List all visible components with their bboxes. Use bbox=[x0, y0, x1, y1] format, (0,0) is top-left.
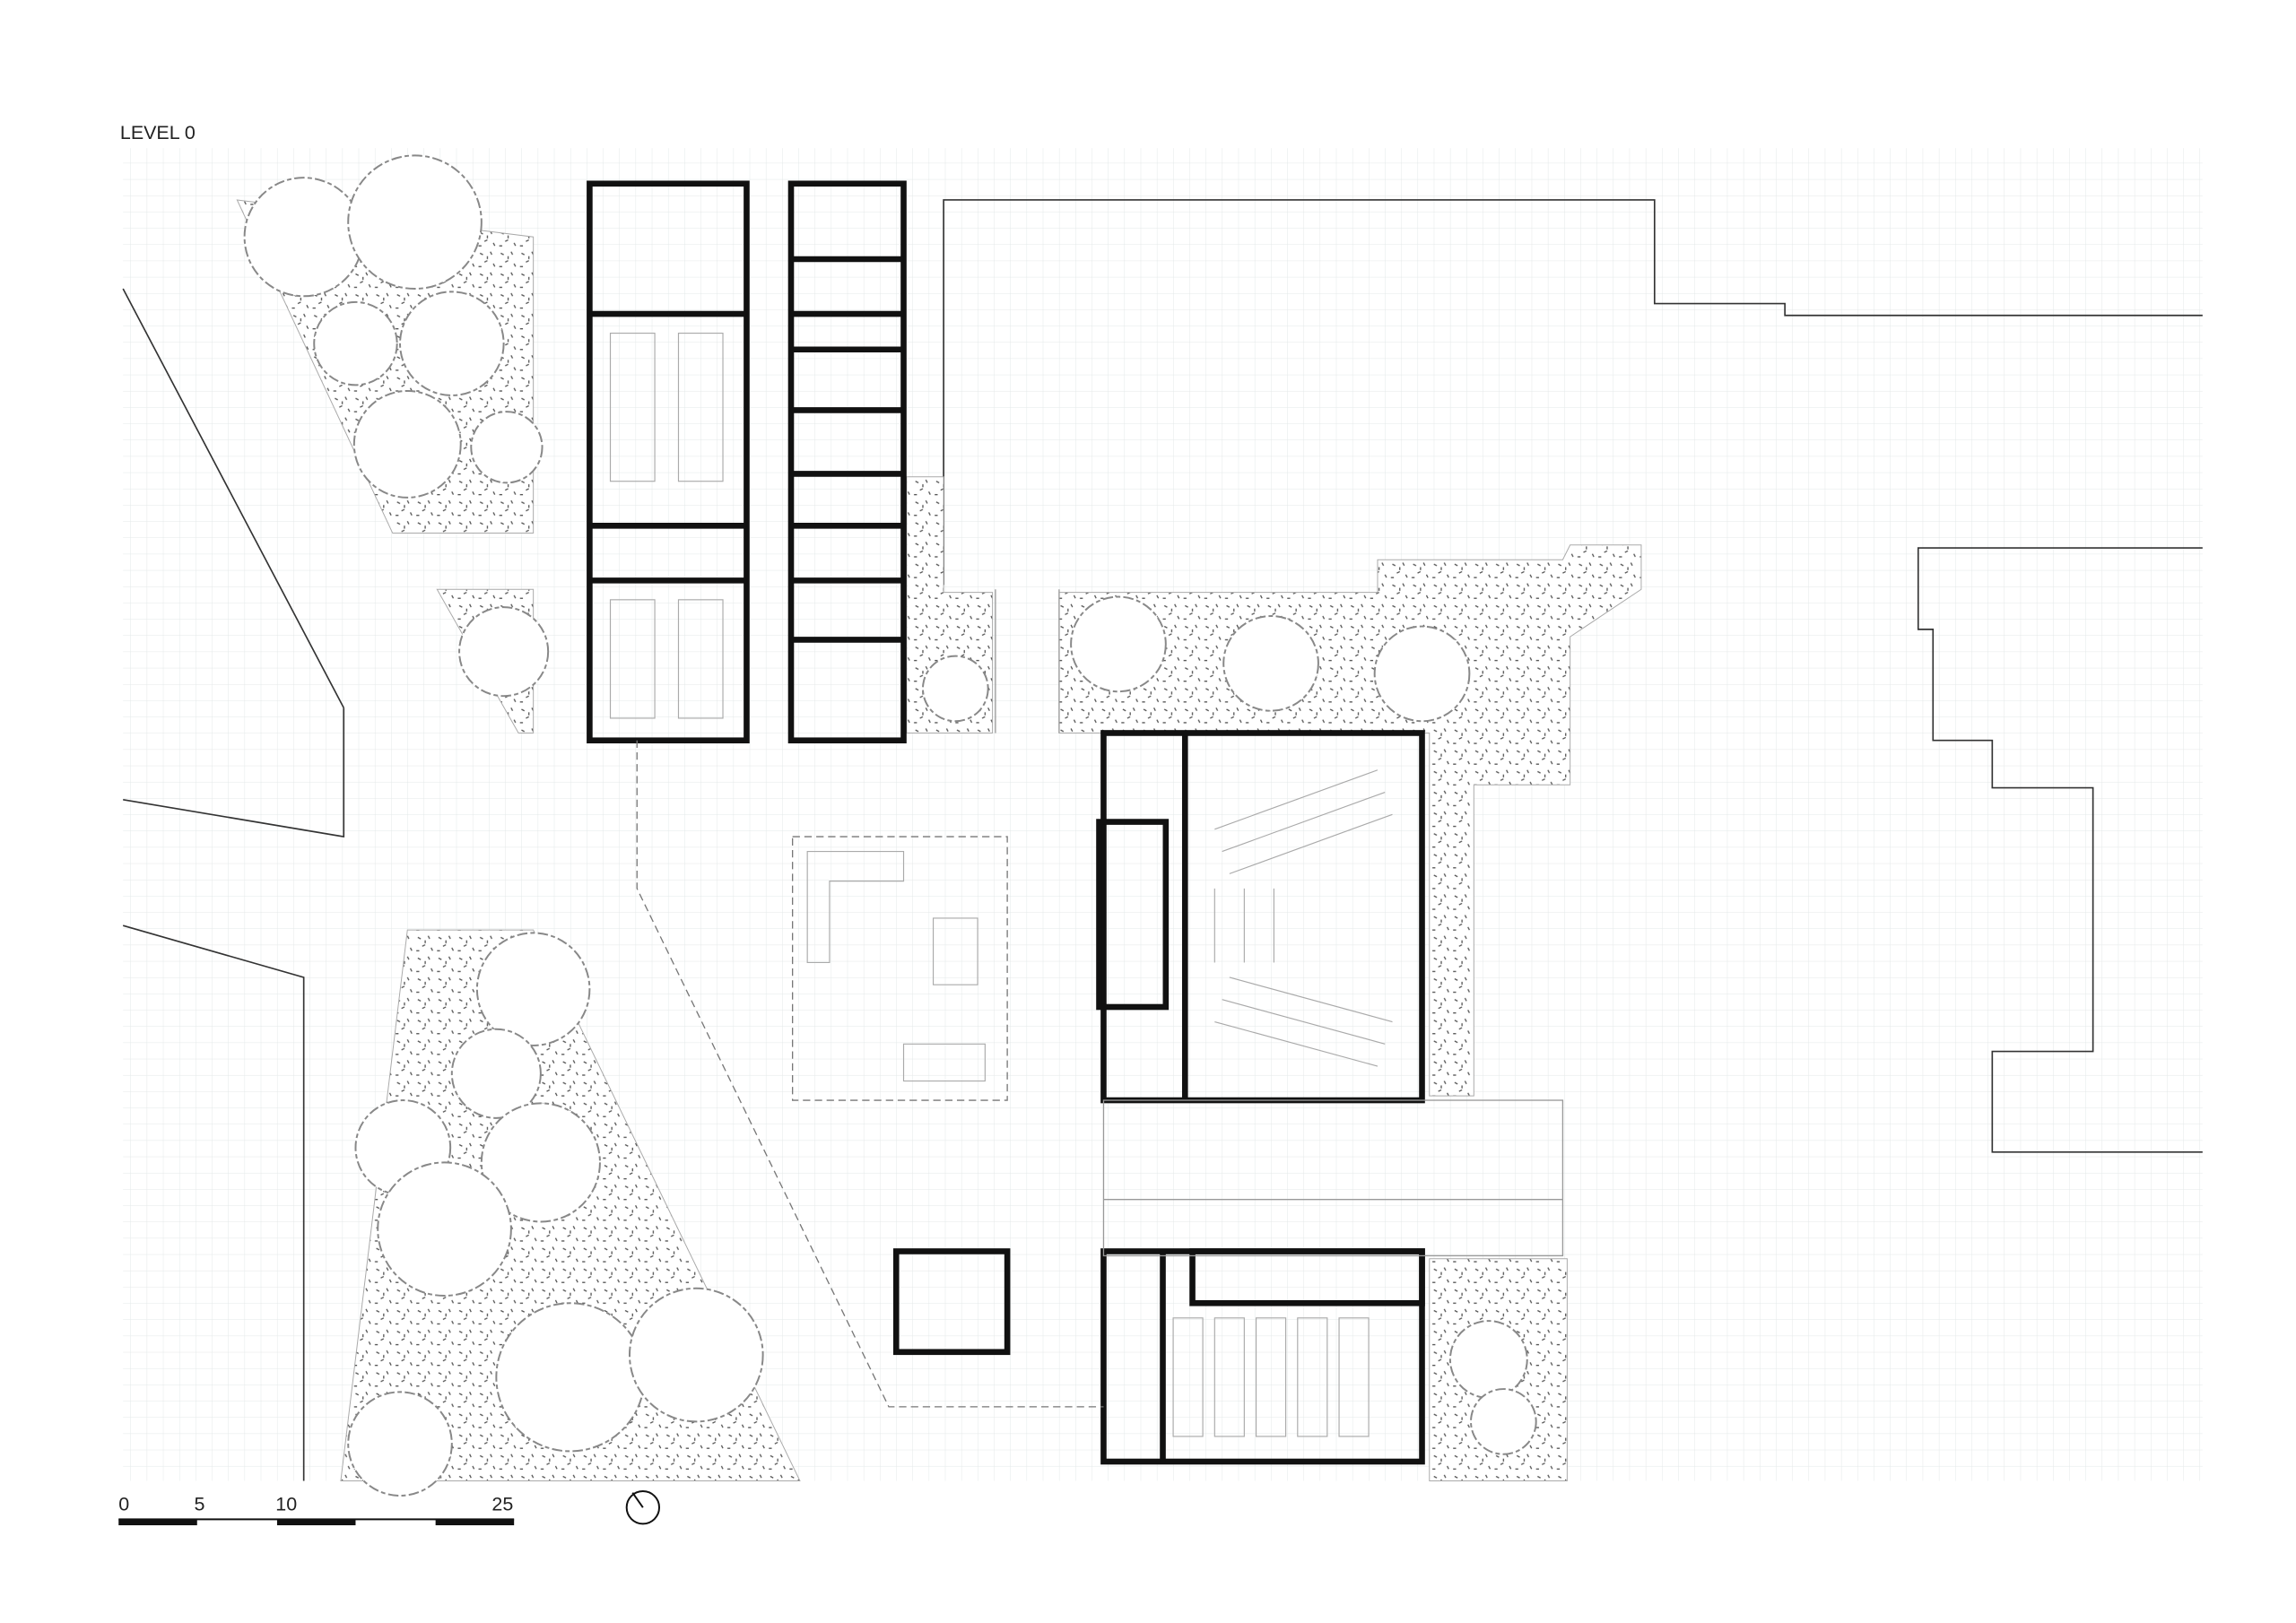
classroom-block bbox=[587, 180, 750, 744]
tree bbox=[1222, 615, 1319, 712]
tree bbox=[470, 411, 544, 484]
tree bbox=[458, 606, 550, 698]
scale-label-25: 25 bbox=[491, 1493, 513, 1515]
context-lines bbox=[122, 199, 2203, 1481]
tree bbox=[347, 154, 483, 291]
scale-label-10: 10 bbox=[275, 1493, 297, 1515]
tree bbox=[1373, 625, 1471, 723]
tree bbox=[243, 177, 364, 298]
tree bbox=[1448, 1320, 1528, 1399]
scale-label-5: 5 bbox=[194, 1493, 204, 1515]
tree bbox=[1470, 1388, 1537, 1455]
level-title: LEVEL 0 bbox=[120, 122, 196, 143]
tree bbox=[352, 389, 462, 499]
tree bbox=[628, 1287, 764, 1423]
tree bbox=[480, 1102, 601, 1223]
tree bbox=[347, 1391, 453, 1497]
tree bbox=[450, 1028, 542, 1119]
scale-label-0: 0 bbox=[118, 1493, 129, 1515]
tree bbox=[313, 300, 398, 386]
tree bbox=[1070, 595, 1167, 693]
tree bbox=[399, 291, 505, 396]
tree bbox=[495, 1302, 646, 1453]
service-block bbox=[787, 180, 907, 744]
tree bbox=[475, 932, 591, 1046]
building-walls bbox=[587, 180, 1564, 1465]
tree bbox=[921, 655, 989, 723]
tree bbox=[377, 1161, 512, 1298]
trees bbox=[243, 154, 1537, 1497]
north-arrow-icon bbox=[625, 1490, 661, 1525]
stair-core bbox=[892, 1248, 1011, 1356]
scale-bar: 0 5 10 25 bbox=[118, 1493, 515, 1526]
